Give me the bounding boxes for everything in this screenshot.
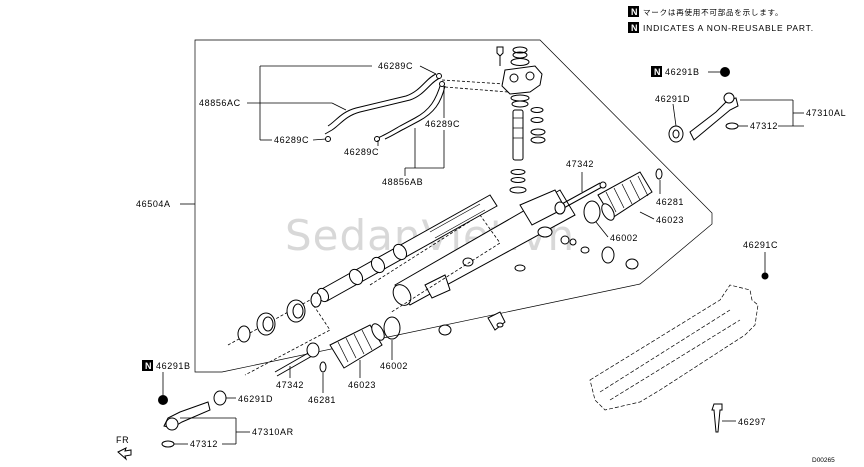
- badge-text-top: N: [654, 67, 661, 77]
- fr-arrow-icon: [117, 447, 132, 461]
- label-46291b-top: 46291B: [665, 67, 700, 77]
- legend: N マークは再使用不可部品を示します。 N INDICATES A NON-RE…: [628, 6, 814, 33]
- badge-text-bottom: N: [145, 361, 152, 371]
- legend-badge-2: [628, 22, 639, 33]
- label-47312-top: 47312: [750, 121, 778, 131]
- label-46291d-bottom: 46291D: [238, 394, 273, 404]
- label-46289c-left: 46289C: [274, 135, 309, 145]
- label-47342-top: 47342: [566, 159, 594, 169]
- part-labels: 46289C 48856AC 46289C 46289C 46289C 4885…: [136, 61, 846, 449]
- legend-badge-1-text: N: [631, 7, 638, 17]
- left-side-parts: [158, 316, 401, 448]
- rack-internals: [316, 194, 501, 314]
- non-reusable-badge-bottom: [142, 360, 153, 371]
- label-46297: 46297: [738, 417, 766, 427]
- mounting-bracket: [589, 272, 769, 433]
- gear-housing: [392, 189, 577, 306]
- label-46023-bottom: 46023: [348, 380, 376, 390]
- legend-text-jp: マークは再使用不可部品を示します。: [643, 7, 783, 17]
- label-46289c-mid: 46289C: [344, 147, 379, 157]
- right-side-parts: [554, 67, 739, 270]
- non-reusable-badge-top: [651, 66, 662, 77]
- label-46291b-bottom: 46291B: [156, 361, 191, 371]
- label-47342-bottom: 47342: [276, 380, 304, 390]
- label-46289c-right: 46289C: [425, 119, 460, 129]
- label-46023-top: 46023: [656, 215, 684, 225]
- label-48856ac: 48856AC: [199, 98, 241, 108]
- label-48856ab: 48856AB: [382, 177, 423, 187]
- control-valve: [496, 46, 546, 194]
- figure-code: D00265: [812, 457, 835, 464]
- legend-text-en: INDICATES A NON-REUSABLE PART.: [643, 23, 814, 33]
- label-46289c-top: 46289C: [378, 61, 413, 71]
- label-46002-top: 46002: [610, 233, 638, 243]
- assembly-outline: [194, 39, 713, 373]
- label-46504a: 46504A: [136, 199, 171, 209]
- label-46002-bottom: 46002: [380, 361, 408, 371]
- hydraulic-tubes: [324, 73, 509, 142]
- label-47312-bottom: 47312: [190, 439, 218, 449]
- label-46291d-top: 46291D: [655, 94, 690, 104]
- fr-label: FR: [116, 435, 129, 445]
- leader-lines: [162, 65, 804, 445]
- label-46291c: 46291C: [743, 240, 778, 250]
- front-direction-indicator: FR: [116, 435, 132, 461]
- seal-set: [227, 292, 506, 376]
- legend-badge-1: [628, 6, 639, 17]
- label-46281-bottom: 46281: [308, 395, 336, 405]
- label-46281-top: 46281: [656, 197, 684, 207]
- legend-badge-2-text: N: [631, 23, 638, 33]
- label-47310ar: 47310AR: [252, 427, 294, 437]
- label-47310al: 47310AL: [806, 108, 846, 118]
